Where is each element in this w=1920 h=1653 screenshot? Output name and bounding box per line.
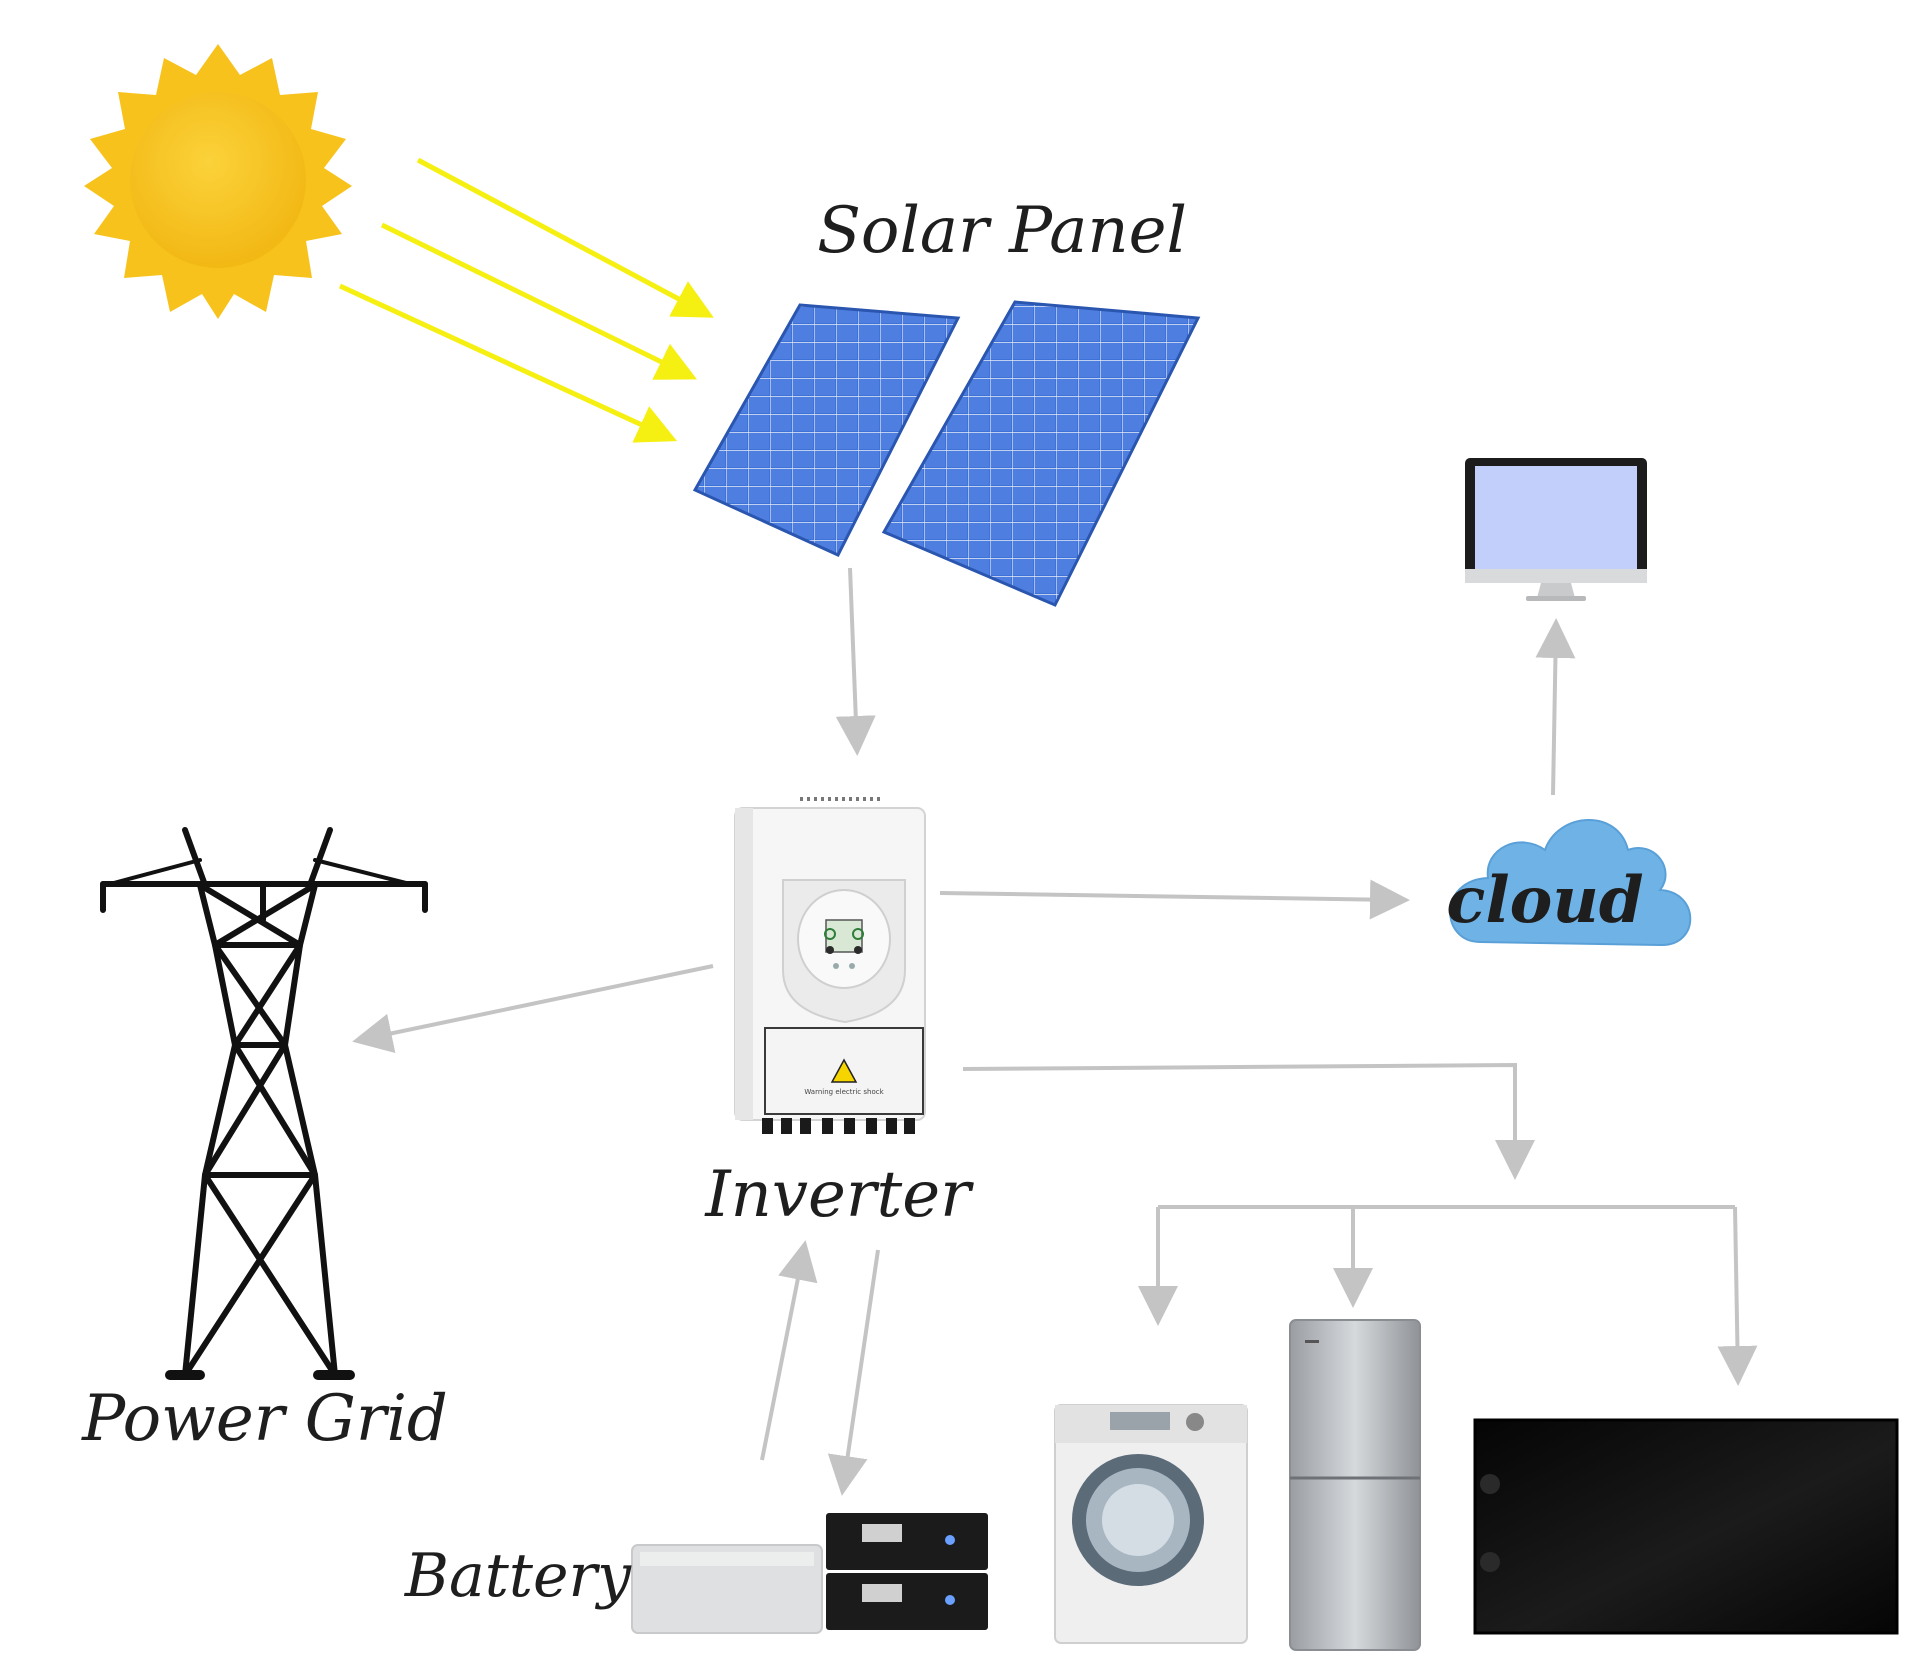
arrow-cloud-to-monitor xyxy=(1535,618,1576,796)
arrow-inverter-to-battery xyxy=(827,1249,880,1496)
power-grid-label: Power Grid xyxy=(81,1382,448,1456)
refrigerator-icon xyxy=(1289,1319,1421,1651)
monitor-icon xyxy=(1465,458,1647,601)
arrow-inverter-to-loads xyxy=(962,1062,1535,1180)
battery-icon xyxy=(631,1513,988,1634)
inverter-warning-label: Warning electric shock xyxy=(804,1088,884,1096)
cloud-icon xyxy=(1449,819,1692,947)
inverter-label: Inverter xyxy=(704,1158,974,1232)
solar-panel-label: Solar Panel xyxy=(817,194,1187,268)
arrow-inverter-to-cloud xyxy=(939,879,1410,920)
television-icon xyxy=(1473,1418,1899,1635)
arrow-to-television xyxy=(1717,1206,1758,1386)
inverter-icon: Warning electric shock xyxy=(734,797,926,1134)
washing-machine-icon xyxy=(1054,1404,1248,1644)
sun-rays xyxy=(338,157,714,443)
battery-label: Battery xyxy=(404,1541,632,1611)
arrow-battery-to-inverter xyxy=(760,1240,818,1461)
power-tower-icon xyxy=(100,827,428,1380)
arrow-inverter-to-grid xyxy=(352,964,714,1054)
cloud-label: cloud xyxy=(1446,863,1643,938)
solar-panel-icon xyxy=(692,300,1201,607)
sun-icon xyxy=(84,44,352,319)
flow-arrows xyxy=(352,567,1758,1496)
arrow-panel-to-inverter xyxy=(835,567,876,756)
